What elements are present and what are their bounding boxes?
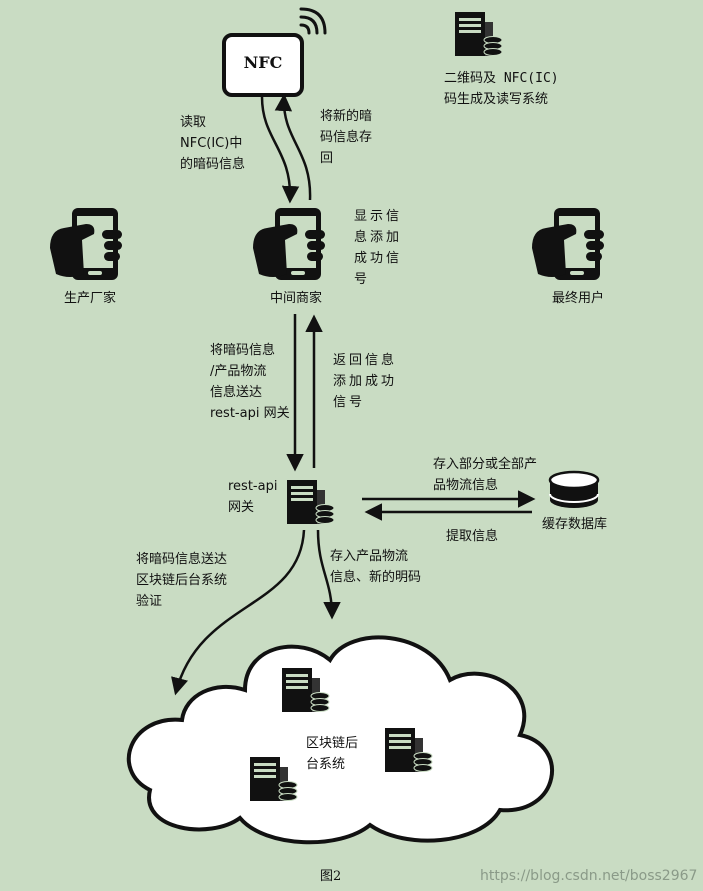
end-user-phone-icon bbox=[532, 208, 604, 280]
middleman-label: 中间商家 bbox=[270, 291, 323, 306]
return-success-label: 返回信息 添加成功 信号 bbox=[333, 353, 398, 410]
send-to-blockchain-arrow bbox=[171, 529, 306, 696]
gateway-server-icon bbox=[286, 479, 335, 525]
cache-database-label: 缓存数据库 bbox=[542, 517, 608, 532]
fetch-info-label: 提取信息 bbox=[446, 529, 499, 544]
store-blockchain-arrow bbox=[316, 529, 341, 620]
qr-system-server-icon bbox=[454, 11, 503, 57]
send-to-gateway-label: 将暗码信息 /产品物流 信息送达 rest-api 网关 bbox=[210, 343, 290, 421]
write-back-label: 将新的暗 码信息存 回 bbox=[320, 109, 373, 166]
read-nfc-arrow bbox=[260, 96, 300, 204]
send-to-blockchain-label: 将暗码信息送达 区块链后台系统 验证 bbox=[136, 552, 228, 609]
blockchain-cloud bbox=[126, 635, 555, 845]
read-nfc-label: 读取 NFC(IC)中 的暗码信息 bbox=[180, 115, 246, 172]
cache-database-icon bbox=[548, 470, 600, 508]
blockchain-label: 区块链后 台系统 bbox=[306, 736, 359, 772]
figure-caption: 图2 bbox=[320, 869, 342, 884]
watermark: https://blog.csdn.net/boss2967 bbox=[480, 868, 698, 884]
qr-system-label: 二维码及 NFC(IC) 码生成及读写系统 bbox=[444, 71, 559, 107]
middleman-phone-icon bbox=[253, 208, 325, 280]
write-back-arrow bbox=[274, 93, 312, 201]
store-blockchain-label: 存入产品物流 信息、新的明码 bbox=[330, 549, 422, 585]
nfc-tag-label: NFC bbox=[243, 53, 283, 72]
end-user-label: 最终用户 bbox=[552, 291, 605, 306]
wifi-signal-icon bbox=[299, 7, 327, 35]
manufacturer-label: 生产厂家 bbox=[64, 291, 117, 306]
gateway-label: rest-api 网关 bbox=[228, 479, 278, 515]
manufacturer-phone-icon bbox=[50, 208, 122, 280]
show-success-label: 显示信 息添加 成功信 号 bbox=[354, 209, 403, 287]
store-cache-label: 存入部分或全部产 品物流信息 bbox=[433, 457, 538, 493]
nfc-tag bbox=[222, 33, 304, 97]
